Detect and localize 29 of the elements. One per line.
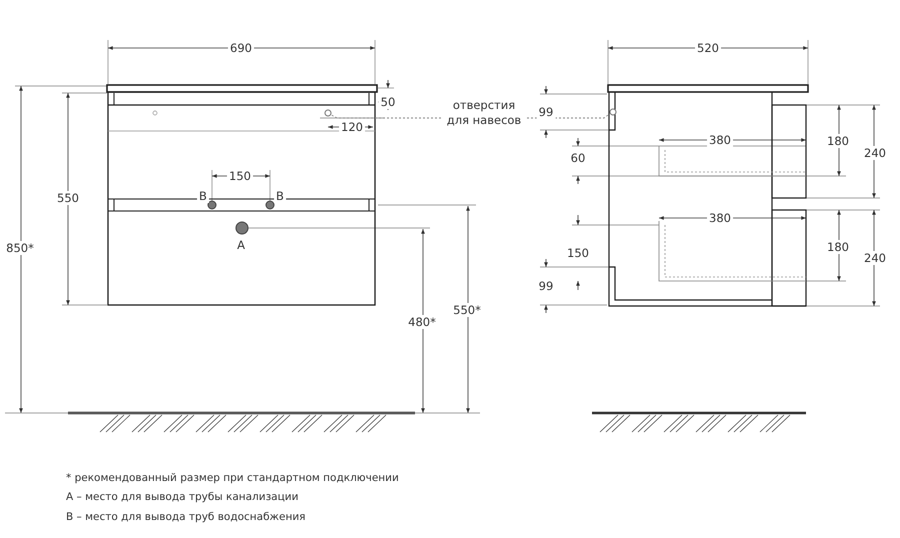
dimension-label: 380 xyxy=(707,133,733,147)
leader-line xyxy=(526,114,610,118)
dimension-label: 150 xyxy=(565,246,591,260)
leader-line xyxy=(331,114,442,118)
dimension-label: 180 xyxy=(825,134,851,148)
dimension-label: 690 xyxy=(228,41,254,55)
dimension-label: 480* xyxy=(406,315,438,329)
dimension-label: 180 xyxy=(825,240,851,254)
note-text: A – место для вывода трубы канализации xyxy=(66,490,298,504)
dimension-label: 850* xyxy=(4,241,36,255)
dimension-label: 50 xyxy=(378,95,398,109)
note-text: * рекомендованный размер при стандартном подключении xyxy=(66,471,399,485)
dimension-label: 60 xyxy=(568,151,588,165)
point-label: B xyxy=(274,189,286,203)
dimension-label: 240 xyxy=(862,146,888,160)
dimension-label: 550 xyxy=(55,191,81,205)
dimension-label: 380 xyxy=(707,211,733,225)
dimension-label: 99 xyxy=(536,279,556,293)
dimension-label: 120 xyxy=(339,120,365,134)
point-label: A xyxy=(235,238,247,252)
dimension-label: 520 xyxy=(695,41,721,55)
mounting-hole xyxy=(324,110,332,116)
note-text: B – место для вывода труб водоснабжения xyxy=(66,510,306,524)
dimension-label: 240 xyxy=(862,251,888,265)
dimension-label: 99 xyxy=(536,105,556,119)
point-label: B xyxy=(197,189,209,203)
dimension-label: 150 xyxy=(227,169,253,183)
mounting-hole xyxy=(610,108,616,116)
dimension-label: 550* xyxy=(451,303,483,317)
